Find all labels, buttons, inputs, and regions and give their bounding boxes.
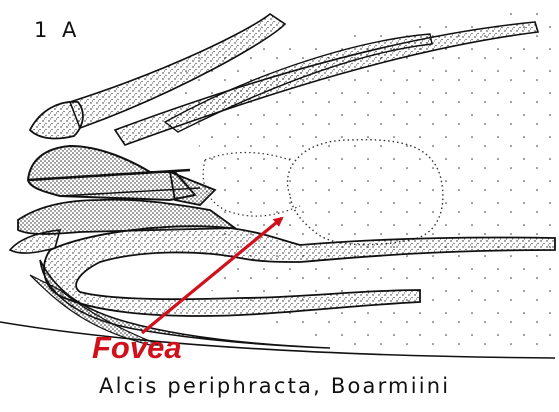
tegula-sclerite <box>30 102 83 139</box>
fovea-label: Fovea <box>92 330 182 366</box>
figure-label: 1 A <box>34 18 80 42</box>
species-caption: Alcis periphracta, Boarmiini <box>99 374 450 398</box>
